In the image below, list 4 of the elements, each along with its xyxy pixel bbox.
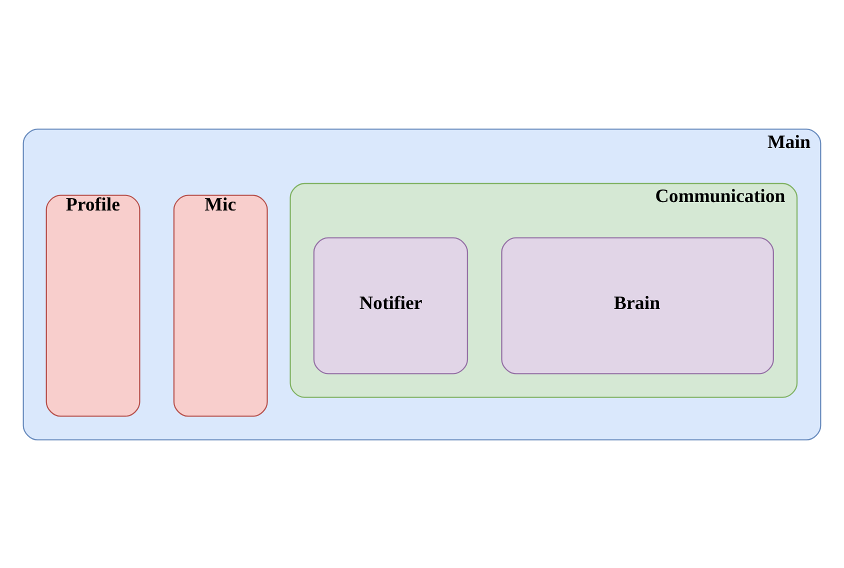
node-box: Notifier xyxy=(313,236,468,374)
node-box: Brain xyxy=(501,236,774,374)
node-box: Profile xyxy=(46,194,140,416)
node-box: Mic xyxy=(173,194,268,416)
